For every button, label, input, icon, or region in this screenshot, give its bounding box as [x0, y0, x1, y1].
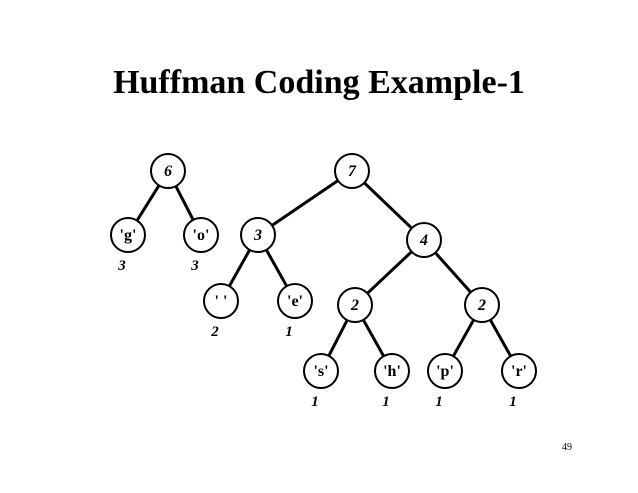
slide-title: Huffman Coding Example-1	[113, 64, 525, 101]
tree-edge-n6-o	[174, 184, 195, 222]
node-label: 2	[350, 297, 359, 314]
tree-edge-n7-n3	[270, 179, 340, 227]
weights-layer: 3 3 2 1 1 1 1 1	[117, 258, 517, 410]
tree-edge-n2b-r	[488, 318, 513, 358]
tree-node-n4: 4	[406, 222, 442, 258]
node-circle	[406, 222, 442, 258]
node-label: 2	[477, 297, 486, 314]
node-label: ' '	[215, 293, 228, 310]
node-circle	[303, 353, 339, 389]
tree-edge-n7-n4	[362, 181, 414, 230]
leaf-weight-h: 1	[382, 394, 390, 410]
node-circle	[110, 217, 146, 253]
leaf-weight-g: 3	[117, 258, 126, 274]
node-circle	[374, 353, 410, 389]
leaf-weight-r: 1	[509, 394, 517, 410]
page-number: 49	[562, 442, 572, 453]
leaf-weight-o: 3	[190, 258, 199, 274]
tree-node-n3: 3	[240, 217, 276, 253]
leaf-weight-sp: 2	[210, 324, 219, 340]
tree-edge-n3-e	[264, 248, 289, 288]
node-label: 4	[419, 232, 428, 249]
node-circle	[240, 217, 276, 253]
node-label: 6	[164, 163, 172, 180]
node-label: 's'	[313, 363, 328, 380]
node-label: 3	[253, 227, 262, 244]
tree-edge-n2a-s	[327, 318, 349, 358]
tree-edge-n4-n2a	[365, 250, 414, 295]
edges-layer	[135, 179, 513, 358]
tree-edge-n4-n2b	[433, 251, 473, 294]
tree-node-e: 'e'	[277, 283, 313, 319]
tree-node-n2a: 2	[337, 287, 373, 323]
leaf-weight-p: 1	[435, 394, 443, 410]
node-label: 'o'	[193, 227, 210, 244]
tree-edge-n2a-h	[361, 318, 386, 358]
tree-edge-n2b-p	[451, 318, 476, 358]
node-circle	[501, 353, 537, 389]
node-label: 'r'	[511, 363, 527, 380]
leaf-weight-e: 1	[285, 324, 293, 340]
tree-edge-n6-g	[135, 183, 161, 223]
tree-node-r: 'r'	[501, 353, 537, 389]
leaf-weight-s: 1	[311, 394, 319, 410]
tree-node-h: 'h'	[374, 353, 410, 389]
nodes-layer: 6 'g' 'o' 7 3 4 ' ' 'e' 2 2 's' 'h' 'p' 'r'	[110, 153, 537, 389]
node-label: 'e'	[287, 293, 303, 310]
tree-node-n6: 6	[150, 153, 186, 189]
tree-node-s: 's'	[303, 353, 339, 389]
node-circle	[337, 287, 373, 323]
node-label: 'p'	[436, 363, 454, 380]
tree-node-p: 'p'	[427, 353, 463, 389]
tree-node-g: 'g'	[110, 217, 146, 253]
tree-edge-n3-sp	[227, 248, 252, 288]
tree-node-sp: ' '	[203, 283, 239, 319]
tree-node-n7: 7	[334, 153, 370, 189]
node-circle	[150, 153, 186, 189]
node-label: 'h'	[383, 363, 401, 380]
node-circle	[203, 283, 239, 319]
node-circle	[277, 283, 313, 319]
node-label: 'g'	[120, 227, 137, 244]
node-circle	[464, 287, 500, 323]
node-circle	[334, 153, 370, 189]
node-circle	[427, 353, 463, 389]
tree-node-o: 'o'	[183, 217, 219, 253]
tree-node-n2b: 2	[464, 287, 500, 323]
node-circle	[183, 217, 219, 253]
node-label: 7	[348, 163, 357, 180]
